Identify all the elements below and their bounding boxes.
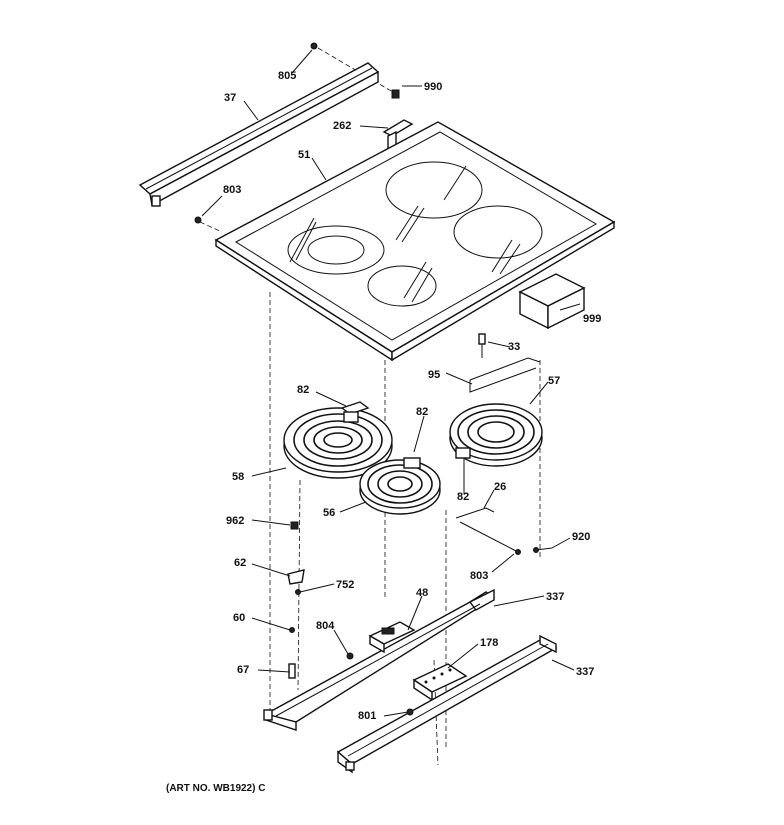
callout-752: 752 — [336, 579, 354, 591]
connector-block-48 — [368, 621, 416, 654]
callout-56: 56 — [323, 507, 335, 519]
callout-48: 48 — [416, 587, 428, 599]
screw-803-top — [194, 216, 202, 224]
callout-801: 801 — [358, 710, 376, 722]
screw-33 — [478, 333, 486, 358]
glass-cooktop — [214, 121, 616, 362]
screw-804 — [346, 652, 354, 660]
fastener-67 — [288, 663, 296, 679]
screw-920 — [533, 547, 553, 553]
callout-337-upper: 337 — [546, 591, 564, 603]
clip-990 — [391, 89, 400, 99]
burner-58 — [283, 401, 393, 479]
fastener-60 — [289, 627, 295, 633]
callout-82-left: 82 — [297, 384, 309, 396]
screw-752 — [295, 589, 301, 595]
bracket-95 — [469, 357, 541, 393]
callout-51: 51 — [298, 149, 310, 161]
callout-962: 962 — [226, 515, 244, 527]
callout-95: 95 — [428, 369, 440, 381]
bracket-26 — [455, 507, 521, 555]
callout-67: 67 — [237, 664, 249, 676]
callout-804: 804 — [316, 620, 335, 632]
callout-33: 33 — [508, 341, 520, 353]
front-rail-upper — [263, 588, 496, 731]
callout-262: 262 — [333, 120, 351, 132]
callout-57: 57 — [548, 375, 560, 387]
callout-82-right: 82 — [457, 491, 469, 503]
callout-803-lower: 803 — [470, 570, 488, 582]
leader-lines — [201, 49, 581, 717]
callout-990: 990 — [424, 81, 442, 93]
callout-178: 178 — [480, 637, 498, 649]
callout-37: 37 — [224, 92, 236, 104]
art-number-note: (ART NO. WB1922) C — [166, 783, 265, 794]
screw-805 — [310, 42, 318, 50]
burner-57 — [449, 403, 543, 467]
fastener-962 — [290, 521, 299, 530]
callout-58: 58 — [232, 471, 244, 483]
callout-62: 62 — [234, 557, 246, 569]
terminal-block-178 — [412, 663, 468, 702]
callout-999: 999 — [583, 313, 601, 325]
callout-803-top: 803 — [223, 184, 241, 196]
callout-337-lower: 337 — [576, 666, 594, 678]
callout-920: 920 — [572, 531, 590, 543]
callout-60: 60 — [233, 612, 245, 624]
callout-26: 26 — [494, 481, 506, 493]
box-999 — [518, 273, 586, 330]
callout-82-middle: 82 — [416, 406, 428, 418]
burner-56 — [359, 457, 441, 515]
callout-805: 805 — [278, 70, 296, 82]
front-rail-lower — [336, 634, 558, 774]
rear-trim-bar — [138, 62, 380, 207]
bracket-62 — [287, 569, 305, 585]
callout-labels: 805 990 37 262 51 803 999 33 95 57 82 82… — [223, 70, 601, 722]
